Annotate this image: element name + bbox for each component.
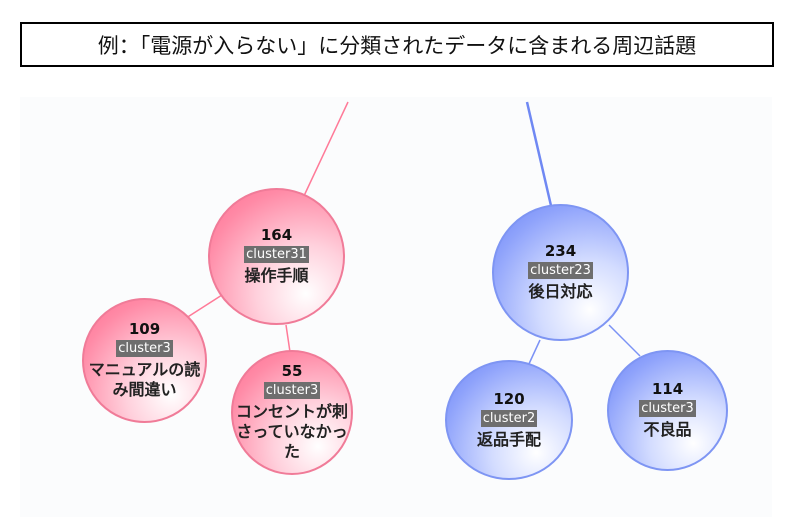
cluster-node-55[interactable]: 55 cluster3 コンセントが刺さっていなかった (231, 350, 353, 475)
node-count: 164 (260, 226, 293, 244)
node-cluster-tag: cluster2 (480, 409, 538, 427)
cluster-node-164[interactable]: 164 cluster31 操作手順 (208, 188, 345, 325)
edge-parent-164 (302, 101, 349, 199)
node-topic-label: 後日対応 (528, 282, 593, 301)
node-topic-label: 操作手順 (244, 266, 309, 285)
edge-parent-234 (525, 101, 554, 211)
node-count: 55 (281, 362, 303, 380)
edge-164-55 (285, 324, 291, 353)
node-count: 114 (651, 380, 684, 398)
node-count: 120 (493, 389, 525, 408)
cluster-node-109[interactable]: 109 cluster3 マニュアルの読み間違い (82, 298, 207, 423)
node-topic-label: マニュアルの読み間違い (88, 360, 201, 399)
node-count: 234 (544, 242, 577, 260)
node-cluster-tag: cluster3 (116, 340, 173, 357)
node-topic-label: 不良品 (643, 420, 692, 439)
edge-234-120 (527, 339, 541, 367)
edge-164-109 (182, 294, 223, 321)
cluster-node-114[interactable]: 114 cluster3 不良品 (607, 350, 728, 471)
node-cluster-tag: cluster23 (528, 262, 593, 279)
node-cluster-tag: cluster31 (244, 246, 309, 263)
node-topic-label: コンセントが刺さっていなかった (235, 402, 348, 461)
edge-234-114 (608, 324, 641, 357)
cluster-node-234[interactable]: 234 cluster23 後日対応 (492, 204, 629, 341)
node-cluster-tag: cluster3 (263, 382, 321, 399)
figure-title: 例：「電源が入らない」に分類されたデータに含まれる周辺話題 (20, 22, 774, 67)
cluster-node-120[interactable]: 120 cluster2 返品手配 (445, 360, 573, 480)
node-count: 109 (128, 320, 161, 338)
node-topic-label: 返品手配 (476, 429, 541, 449)
node-cluster-tag: cluster3 (639, 400, 696, 417)
